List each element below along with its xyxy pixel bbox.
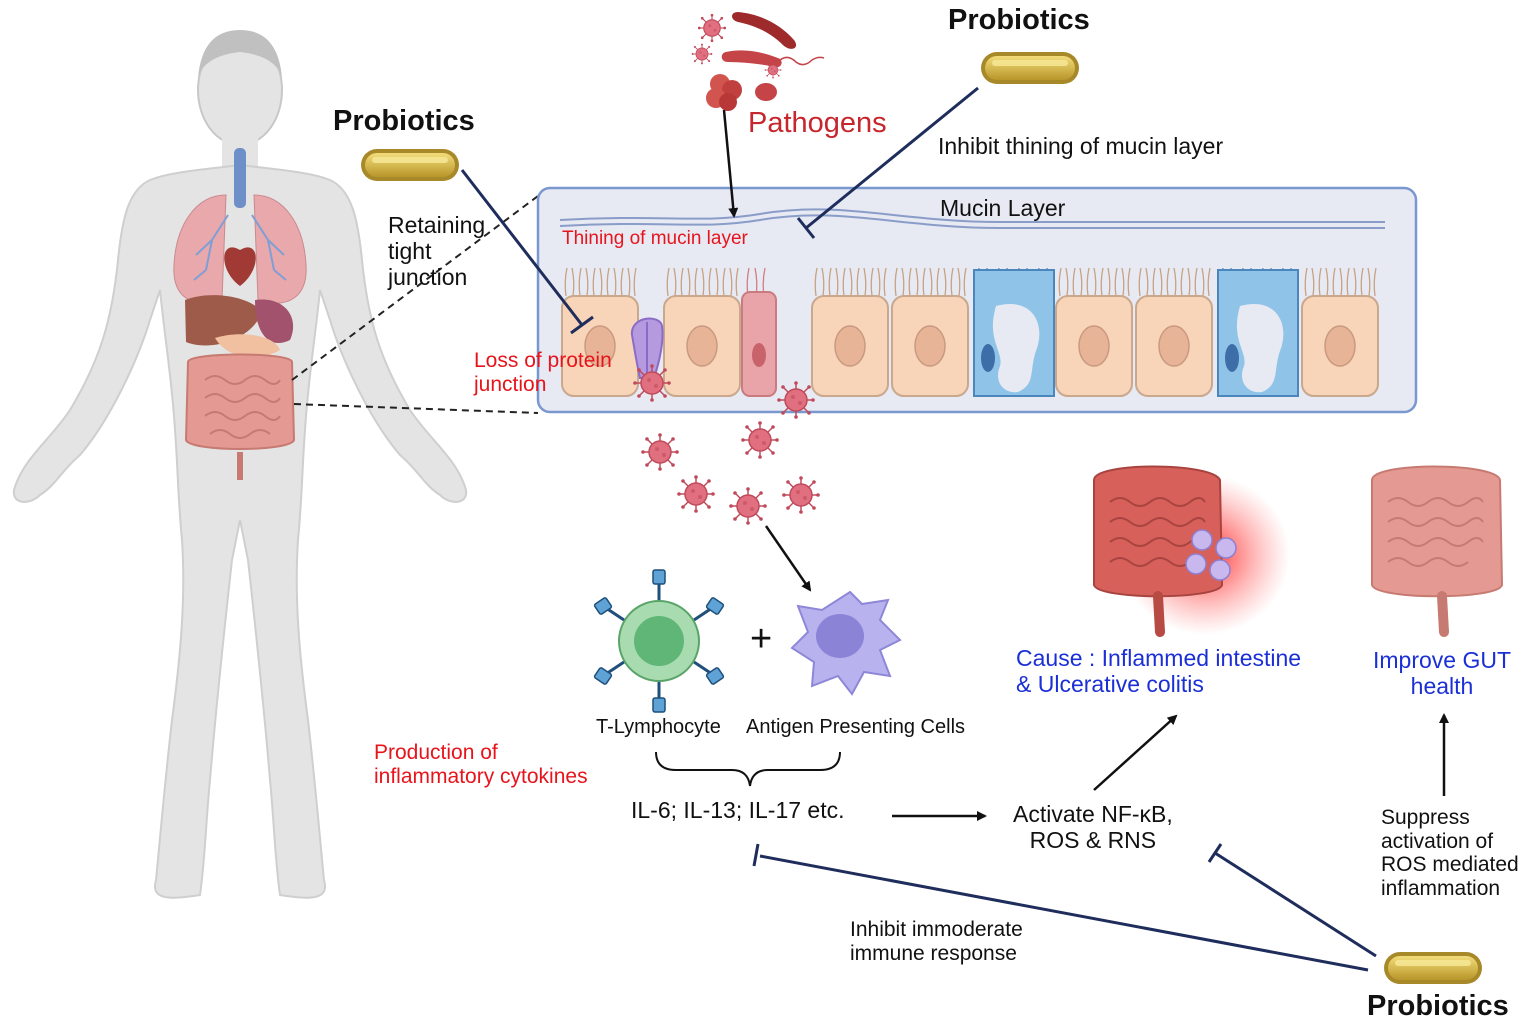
cause-inflamed-label: Cause : Inflammed intestine & Ulcerative… (1016, 645, 1302, 697)
probiotics-label-left: Probiotics (333, 105, 475, 137)
inhibition-lines (460, 86, 1377, 972)
pathogens-label: Pathogens (748, 107, 887, 139)
production-cytokines-label: Production of inflammatory cytokines (374, 741, 588, 788)
human-body-icon (12, 30, 468, 899)
improve-gut-label: Improve GUT health (1373, 647, 1512, 699)
probiotics-label-bottom: Probiotics (1367, 990, 1509, 1022)
mucin-layer-label: Mucin Layer (940, 195, 1066, 221)
loss-protein-junction-label: Loss of protein junction (474, 349, 612, 396)
probiotics-label-top: Probiotics (948, 4, 1090, 36)
arrows (722, 109, 1449, 821)
inhibit-immune-label: Inhibit immoderate immune response (850, 918, 1023, 965)
cytokine-brace (655, 751, 841, 787)
inflamed-intestine-icon (1093, 465, 1290, 637)
activate-nfkb-label: Activate NF-κB, ROS & RNS (1013, 801, 1173, 853)
zoom-lines (291, 195, 539, 414)
t-lymphocyte-label: T-Lymphocyte (596, 716, 721, 738)
retaining-tight-junction-label: Retaining tight junction (388, 212, 486, 290)
healthy-intestine-icon (1371, 465, 1504, 637)
antigen-presenting-cell-icon (790, 590, 902, 696)
t-lymphocyte-icon (593, 569, 725, 713)
inhibit-thinning-label: Inhibit thining of mucin layer (938, 133, 1224, 159)
suppress-activation-label: Suppress activation of ROS mediated infl… (1381, 806, 1519, 900)
pathogen-icon (691, 12, 825, 111)
tight-junction-protein-icon (630, 317, 664, 379)
goblet-cell-icon (973, 267, 1299, 397)
antigen-presenting-cells-label: Antigen Presenting Cells (746, 716, 966, 738)
plus-sign: + (750, 618, 773, 660)
mucin-panel (536, 186, 1418, 414)
cytokines-label: IL-6; IL-13; IL-17 etc. (631, 797, 845, 823)
thinning-mucin-label: Thining of mucin layer (562, 228, 748, 249)
